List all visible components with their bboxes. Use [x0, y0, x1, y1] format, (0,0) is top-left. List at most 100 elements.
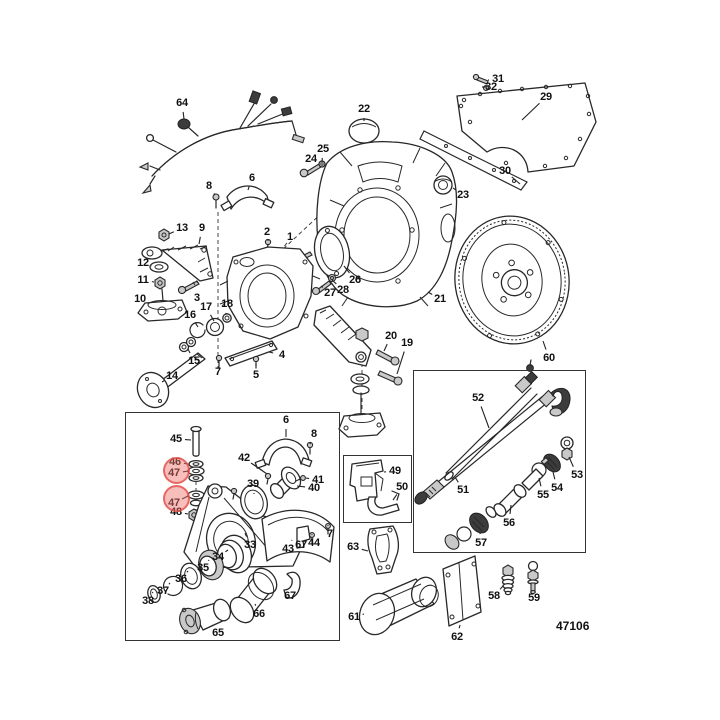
part-callout-46: 46	[169, 456, 181, 468]
seal-35	[198, 549, 224, 581]
part-callout-39: 39	[247, 478, 259, 490]
flywheel-60	[454, 215, 570, 345]
drive-shaft-14	[136, 352, 206, 409]
bracket-63	[367, 525, 400, 575]
part-callout-54: 54	[551, 482, 563, 494]
part-callout-31: 31	[492, 73, 504, 85]
screw-41	[295, 475, 306, 482]
part-callout-24: 24	[305, 153, 317, 165]
part-callout-19: 19	[401, 337, 413, 349]
sleeve-upper	[521, 468, 544, 491]
part-callout-28: 28	[337, 284, 349, 296]
part-callout-15: 15	[188, 355, 200, 367]
nut-28	[327, 273, 337, 283]
part-callout-37: 37	[157, 585, 169, 597]
part-callout-60: 60	[543, 352, 555, 364]
part-callout-2: 2	[264, 226, 270, 238]
part-callout-50: 50	[396, 481, 408, 493]
washer-12	[149, 261, 169, 273]
flywheel-housing-21	[316, 141, 458, 308]
outlet-65	[179, 598, 232, 635]
diagram-box	[125, 412, 340, 641]
nut-11	[154, 276, 166, 290]
coupler-54	[543, 453, 561, 473]
starboard-bracket	[313, 305, 386, 438]
part-callout-27: 27	[324, 287, 336, 299]
part-callout-30: 30	[499, 165, 511, 177]
diagram-box	[413, 370, 586, 553]
coupler-57	[444, 512, 489, 550]
ring-57a	[485, 506, 497, 518]
part-callout-18: 18	[221, 298, 233, 310]
part-callout-13: 13	[176, 222, 188, 234]
part-callout-22: 22	[358, 103, 370, 115]
bracket-9	[141, 244, 214, 282]
part-callout-1: 1	[287, 231, 293, 243]
part-callout-51: 51	[457, 484, 469, 496]
bushing-23	[433, 175, 453, 195]
part-callout-42: 42	[238, 452, 250, 464]
part-callout-7: 7	[215, 366, 221, 378]
part-callout-66: 66	[253, 608, 265, 620]
part-callout-40: 40	[308, 482, 320, 494]
diagram-box	[343, 455, 412, 523]
part-callout-25: 25	[317, 143, 329, 155]
part-callout-16: 16	[184, 309, 196, 321]
sleeve-56	[493, 484, 527, 517]
bracket-67-upper	[296, 525, 311, 549]
bolt-19	[377, 370, 403, 386]
hook-67-lower	[283, 571, 301, 599]
bolt-3	[177, 280, 200, 295]
fitting-58	[501, 564, 515, 596]
part-callout-4: 4	[279, 349, 285, 361]
screw-8-top	[212, 193, 220, 209]
part-callout-38: 38	[142, 595, 154, 607]
drawing-number: 47106	[556, 619, 590, 633]
part-callout-35: 35	[197, 562, 209, 574]
part-callout-64: 64	[176, 97, 188, 109]
engine-mount-10	[137, 288, 188, 322]
part-callout-3: 3	[194, 292, 200, 304]
bolt-27	[311, 280, 332, 296]
part-callout-43: 43	[282, 543, 294, 555]
part-callout-45: 45	[170, 433, 182, 445]
part-callout-9: 9	[199, 222, 205, 234]
plate-62	[442, 555, 482, 627]
part-callout-57: 57	[475, 537, 487, 549]
part-callout-20: 20	[385, 330, 397, 342]
part-callout-59: 59	[528, 592, 540, 604]
part-callout-53: 53	[571, 469, 583, 481]
washers-15	[178, 336, 197, 353]
gimbal-housing-1	[219, 246, 321, 340]
clamp-screws-42	[230, 472, 272, 500]
cover-26	[313, 225, 351, 279]
bearing-17	[205, 317, 225, 337]
cap-22	[348, 118, 380, 144]
part-callout-6: 6	[283, 414, 289, 426]
screw-5-top	[252, 355, 260, 369]
retaining-ring-16	[189, 322, 206, 339]
clevis-pin-45	[190, 425, 202, 457]
part-callout-7: 7	[327, 528, 333, 540]
ring-18	[222, 313, 232, 323]
part-callout-11: 11	[137, 274, 149, 286]
cable-clamp-50	[367, 490, 400, 516]
snap-ring-37	[162, 575, 184, 597]
washer-stack-46-47	[187, 459, 205, 483]
part-callout-8: 8	[206, 180, 212, 192]
washer-25	[318, 160, 326, 168]
part-callout-56: 56	[503, 517, 515, 529]
ring-38	[147, 584, 161, 604]
part-callout-10: 10	[134, 293, 146, 305]
part-callout-34: 34	[212, 551, 224, 563]
part-callout-52: 52	[472, 392, 484, 404]
part-callout-67: 67	[295, 539, 307, 551]
part-callout-6: 6	[249, 172, 255, 184]
part-callout-26: 26	[349, 274, 361, 286]
part-callout-8: 8	[311, 428, 317, 440]
part-callout-47: 47	[168, 467, 180, 479]
shift-cable-51	[414, 387, 571, 505]
part-callout-29: 29	[540, 91, 552, 103]
container-61	[358, 576, 439, 636]
part-callout-33: 33	[244, 539, 256, 551]
